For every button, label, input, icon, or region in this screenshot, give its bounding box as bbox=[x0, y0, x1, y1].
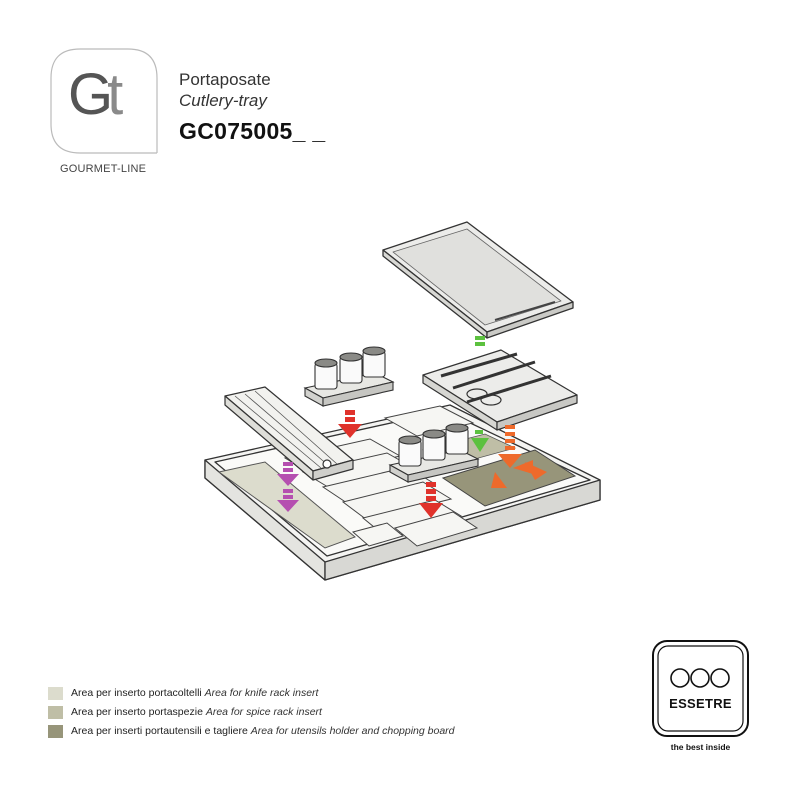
legend-item-knife: Area per inserto portacoltelli Area for … bbox=[48, 684, 455, 702]
product-line-name: GOURMET-LINE bbox=[60, 163, 147, 175]
cutlery-tray-illustration bbox=[204, 221, 601, 581]
logo-frame bbox=[50, 48, 158, 154]
legend-label-en: Area for spice rack insert bbox=[205, 706, 322, 718]
logo-letters: Gt bbox=[68, 66, 123, 124]
legend-label-en: Area for knife rack insert bbox=[204, 687, 319, 699]
product-name-italian: Portaposate bbox=[179, 70, 271, 89]
arrow-board bbox=[471, 336, 489, 452]
legend-label-it: Area per inserto portaspezie bbox=[71, 706, 203, 718]
essetre-logo: ESSETRE bbox=[652, 640, 749, 737]
manufacturer-name: ESSETRE bbox=[669, 696, 732, 711]
legend-label: Area per inserto portacoltelli Area for … bbox=[71, 687, 318, 699]
legend-swatch-utensils bbox=[48, 724, 63, 738]
legend-swatch-knife bbox=[48, 686, 63, 700]
legend-label-it: Area per inserto portacoltelli bbox=[71, 687, 202, 699]
manufacturer-tagline: the best inside bbox=[670, 742, 731, 752]
product-code: GC075005_ _ bbox=[179, 118, 326, 144]
product-title-block: Portaposate Cutlery-tray GC075005_ _ bbox=[179, 70, 326, 145]
spice-rack-insert-top bbox=[303, 346, 395, 407]
utensils-holder-insert bbox=[422, 349, 578, 431]
legend-label-it: Area per inserti portautensili e taglier… bbox=[71, 725, 248, 737]
logo-letter-g: G bbox=[68, 62, 113, 127]
knife-rack-insert bbox=[224, 386, 354, 481]
product-name-english: Cutlery-tray bbox=[179, 91, 267, 110]
arrow-utensils bbox=[491, 425, 547, 488]
logo-letter-t: t bbox=[107, 62, 123, 127]
essetre-logo-frame bbox=[652, 640, 749, 737]
legend-item-utensils: Area per inserti portautensili e taglier… bbox=[48, 722, 455, 740]
gourmet-line-logo: Gt bbox=[50, 48, 158, 154]
legend-label: Area per inserti portautensili e taglier… bbox=[71, 725, 455, 737]
legend-label: Area per inserto portaspezie Area for sp… bbox=[71, 706, 322, 718]
legend-swatch-spice bbox=[48, 705, 63, 719]
arrow-spice-2 bbox=[419, 482, 443, 518]
arrow-knife-2 bbox=[277, 489, 299, 512]
arrow-spice-1 bbox=[338, 410, 362, 438]
spice-rack-insert-bottom bbox=[388, 423, 480, 483]
area-legend: Area per inserto portacoltelli Area for … bbox=[48, 684, 455, 741]
chopping-board bbox=[382, 221, 574, 339]
arrow-knife-1 bbox=[277, 462, 299, 486]
legend-label-en: Area for utensils holder and chopping bo… bbox=[250, 725, 455, 737]
legend-item-spice: Area per inserto portaspezie Area for sp… bbox=[48, 703, 455, 721]
